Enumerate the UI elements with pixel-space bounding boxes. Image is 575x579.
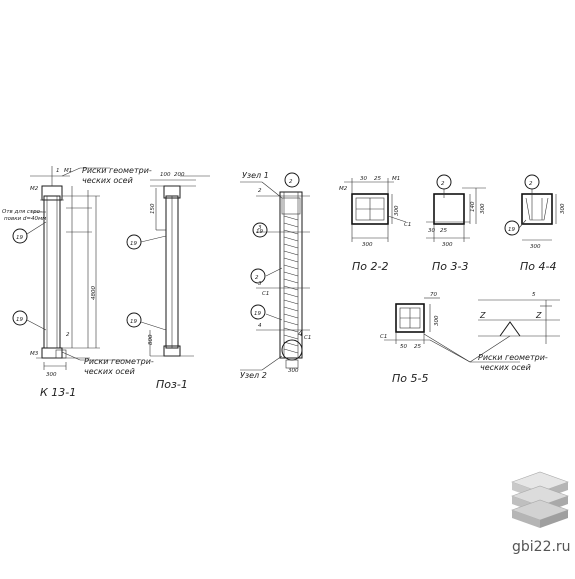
callout-19-pos1a: 19 [130,241,137,247]
risk-right-2: ческих осей [480,363,531,372]
dim-25-sec55: 25 [414,344,421,350]
cage-rung [283,264,299,270]
cage-rung [283,306,299,312]
cage-rung [283,348,299,354]
dim-300-sec55-v: 300 [434,315,440,326]
mark-m2-sec: М2 [339,186,348,192]
callout-2-cage-b: 2 [255,275,259,281]
dim-height: 4800 [91,286,97,300]
dim-30-sec33: 30 [428,228,435,234]
section-5-5 [384,297,560,363]
cage-rung [283,215,299,221]
callout-19-cage-b: 19 [254,311,261,317]
watermark-site: gbi22.ru [512,539,571,555]
dim-300-sec22: 300 [362,242,373,248]
cage-rung [283,278,299,284]
callout-19-pos1b: 19 [130,319,137,325]
cage-rung [283,222,299,228]
node2-label: Узел 2 [240,371,267,380]
cage-rung [283,313,299,319]
cage-rung [283,250,299,256]
dim-300-sec44: 300 [530,244,541,250]
callout-2-sec44: 2 [529,181,533,187]
risk-right-1: Риски геометри- [478,353,548,362]
note-left-2: повки d=40мм [4,216,46,222]
cage-rung [283,292,299,298]
dim-140-sec33-v: 140 [470,201,476,212]
cage-rung [283,271,299,277]
cage-rung [283,236,299,242]
cage-rung [283,257,299,263]
dim-150-pos1: 150 [150,203,156,214]
dim-300-cage: 300 [288,368,299,374]
risk-text-top-2: ческих осей [82,176,133,185]
mark-m2: М2 [30,186,39,192]
dim-25-sec33: 25 [440,228,447,234]
sec-3-cage-b: 3 [258,281,262,287]
pos1-title: Поз-1 [156,378,188,391]
column-k13-1 [12,166,126,370]
section-2-2-title: По 2-2 [352,260,388,273]
note-left-1: Отв для стро- [2,209,42,215]
dim-25-sec22: 25 [374,176,381,182]
section-3-3-title: По 3-3 [432,260,468,273]
dim-100-pos1: 100 [160,172,171,178]
label-z-left: Z [479,311,486,320]
mark-m1-sec: М1 [392,176,400,182]
cage-rung [283,243,299,249]
cage-view [240,172,310,371]
mark-m3: М3 [30,351,39,357]
node1-label: Узел 1 [242,171,269,180]
callout-2-sec33: 2 [441,181,445,187]
dim-30-sec22: 30 [360,176,367,182]
section-4-4-title: По 4-4 [520,260,556,273]
dim-300-sec33-v: 300 [480,203,486,214]
stack-logo-icon [511,471,569,528]
mark-c1-cage: С1 [304,335,311,341]
risk-text-top-1: Риски геометри- [82,166,152,175]
cage-rung [283,334,299,340]
dim-300-sec22-v: 300 [394,205,400,216]
section-5-5-title: По 5-5 [392,372,428,385]
mark-m1-top: М1 [64,168,72,174]
section-2-2 [344,178,407,242]
section-4-4 [504,174,557,241]
sec-5-a: 5 [532,292,536,298]
sec-1-col: 1 [56,168,60,174]
sec-3-cage: 3 [258,225,262,231]
cage-rung [283,299,299,305]
mark-c1-sec22: С1 [404,222,411,228]
dim-200-pos1: 200 [174,172,185,178]
risk-text-bottom-2: ческих осей [84,367,135,376]
risk-text-bottom-1: Риски геометри- [84,357,154,366]
mark-c1-cage-b: С1 [262,291,269,297]
callout-2-cage: 2 [289,179,293,185]
sec-2-col: 2 [66,332,70,338]
dim-50-sec55: 50 [400,344,407,350]
dim-300-col: 300 [46,372,57,378]
sec-2-cage: 2 [258,188,262,194]
label-z-right: Z [535,311,542,320]
callout-19-b: 19 [16,317,23,323]
dim-300-sec44-v: 300 [560,203,566,214]
mark-c1-sec55: С1 [380,334,387,340]
column-title: К 13-1 [40,386,76,399]
dim-800-pos1: 800 [148,334,154,345]
callout-19-cage: 19 [256,229,263,235]
section-3-3 [426,174,486,242]
callout-4-cage: 4 [298,329,303,338]
pos1-view [126,175,210,357]
callout-19-sec44: 19 [508,227,515,233]
dim-300-sec33: 300 [442,242,453,248]
callout-19-a: 19 [16,235,23,241]
sec-4-cage: 4 [258,323,262,329]
cage-rung [283,320,299,326]
cage-rung [283,341,299,347]
dim-70-sec55: 70 [430,292,437,298]
